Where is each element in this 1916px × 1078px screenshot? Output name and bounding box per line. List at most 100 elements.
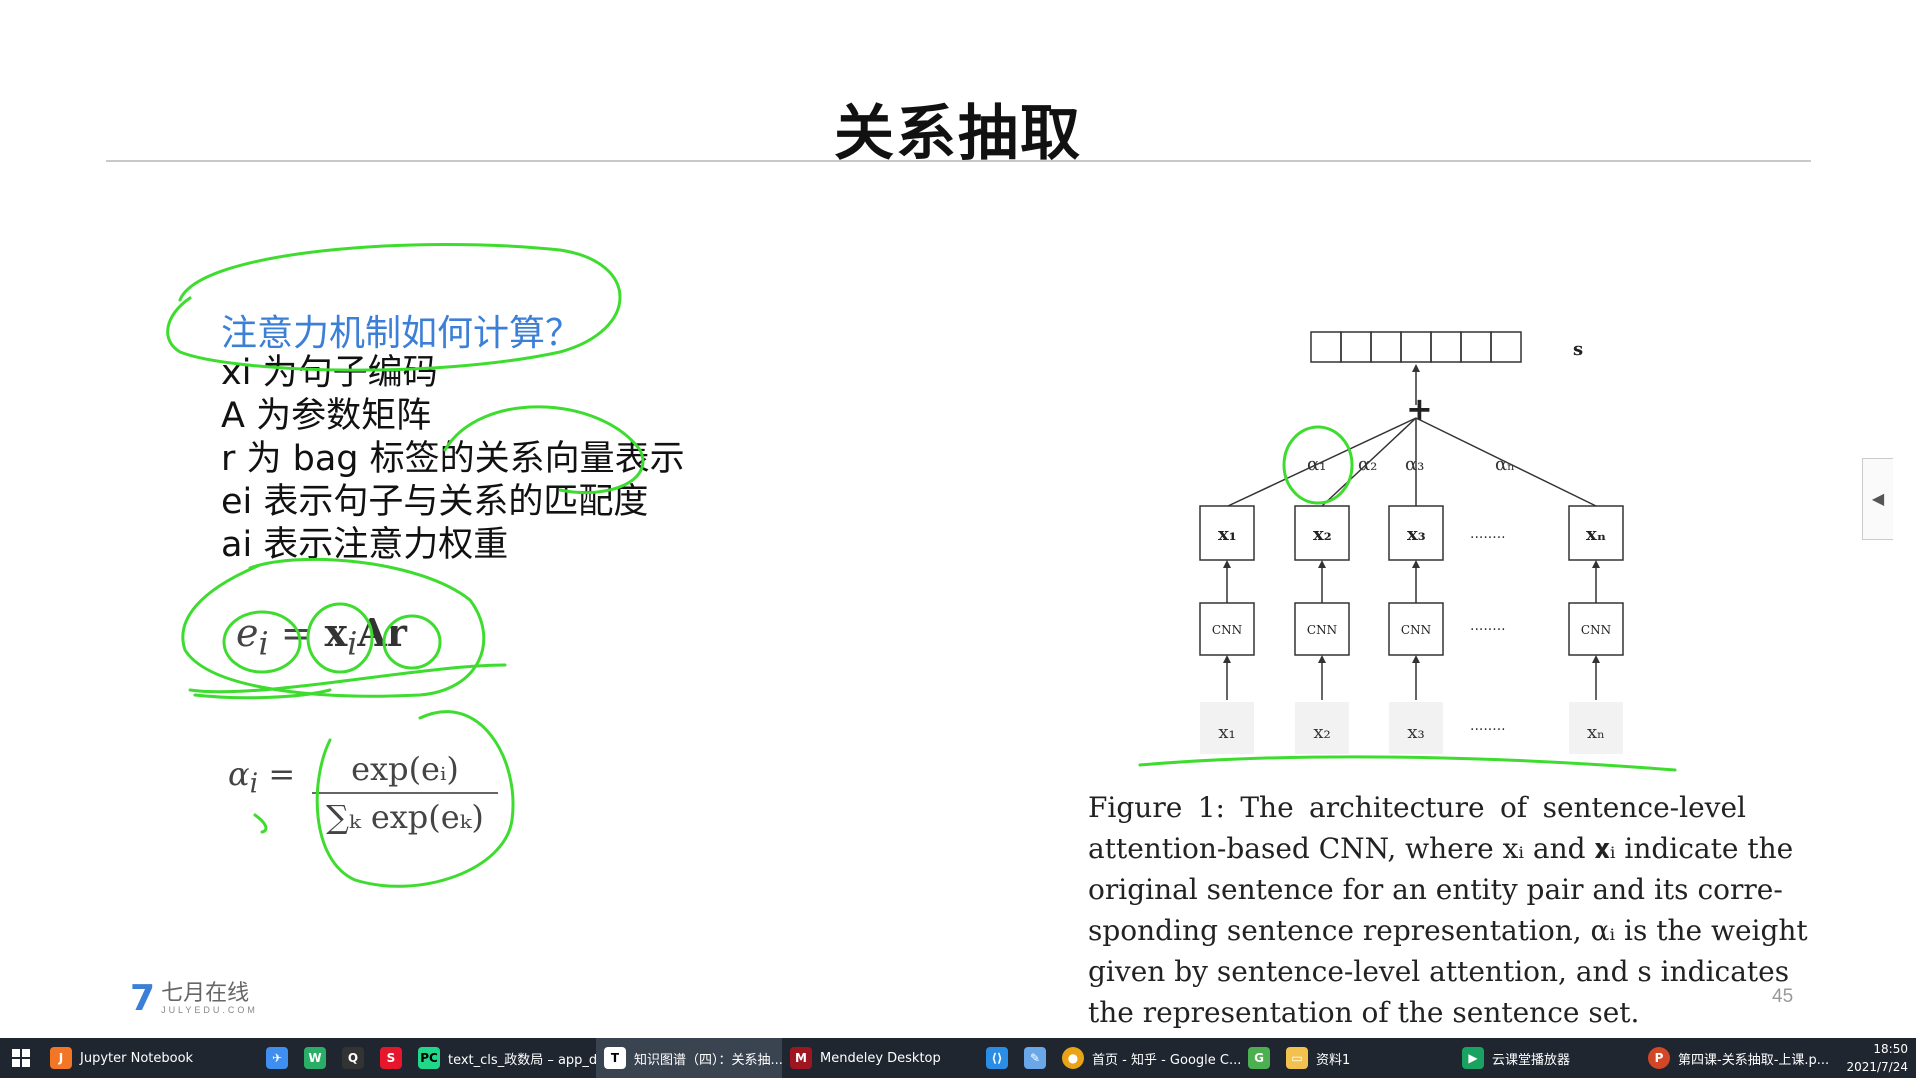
- ellipsis: ........: [1470, 526, 1506, 542]
- folder-icon: ▭: [1286, 1047, 1308, 1069]
- caption-line: sponding sentence representation, αᵢ is …: [1088, 914, 1808, 947]
- chrome-icon: ●: [1062, 1047, 1084, 1069]
- sum-node: +: [1406, 390, 1433, 428]
- svg-text:𝐱₂: 𝐱₂: [1313, 524, 1332, 545]
- rep-node: 𝐱ₙ: [1568, 505, 1624, 561]
- cloudclass-icon: ▶: [1462, 1047, 1484, 1069]
- eq1-a: A: [357, 610, 387, 655]
- taskbar-item-jupyter[interactable]: J Jupyter Notebook: [42, 1038, 258, 1078]
- rep-node: 𝐱₁: [1199, 505, 1255, 561]
- caption-line: given by sentence-level attention, and s…: [1088, 955, 1790, 988]
- powerpoint-icon: P: [1648, 1047, 1670, 1069]
- vscode-icon: ⟨⟩: [986, 1047, 1008, 1069]
- taskbar-item-typora[interactable]: T 知识图谱（四）：关系抽...: [596, 1038, 783, 1078]
- caption-line: original sentence for an entity pair and…: [1088, 873, 1783, 906]
- caption-line: the representation of the sentence set.: [1088, 996, 1640, 1029]
- cnn-node: CNN: [1388, 602, 1444, 656]
- caption-line: attention-based CNN, where xᵢ and 𝐱ᵢ ind…: [1088, 832, 1794, 865]
- question-heading: 注意力机制如何计算？: [221, 313, 582, 354]
- taskbar-item-pycharm[interactable]: PC text_cls_政数局 – app_d...: [410, 1038, 610, 1078]
- input-bg: [1200, 702, 1254, 754]
- equation-alpha-lhs: αi =: [228, 755, 295, 799]
- input-bg: [1569, 702, 1623, 754]
- pen-icon: ✎: [1024, 1047, 1046, 1069]
- svg-text:CNN: CNN: [1307, 623, 1337, 637]
- ellipsis: ........: [1470, 718, 1506, 734]
- bullet-item: xi 为句子编码: [221, 353, 438, 393]
- taskbar-item-label: text_cls_政数局 – app_d...: [448, 1052, 610, 1068]
- taskbar-item-label: 知识图谱（四）：关系抽...: [634, 1052, 783, 1068]
- ellipsis: ........: [1470, 618, 1506, 634]
- eq2-lhs: α: [228, 755, 250, 793]
- input-bg: [1389, 702, 1443, 754]
- taskbar-item-cloudclass[interactable]: ▶ 云课堂播放器: [1454, 1038, 1640, 1078]
- taskbar-item-powerpoint[interactable]: P 第四课-关系抽取-上课.p...: [1640, 1038, 1829, 1078]
- architecture-diagram: s + α₁ α₂ α₃ αₙ 𝐱₁ 𝐱₂ 𝐱₃ ........ 𝐱ₙ: [1199, 331, 1624, 754]
- taskbar-item-label: Mendeley Desktop: [820, 1050, 941, 1066]
- taskbar-item-label: Jupyter Notebook: [80, 1050, 194, 1066]
- clock-date: 2021/7/24: [1846, 1060, 1908, 1074]
- jupyter-icon: J: [50, 1047, 72, 1069]
- eq1-r: r: [386, 610, 407, 655]
- qq-icon: Q: [342, 1047, 364, 1069]
- bullet-item: A 为参数矩阵: [221, 396, 432, 436]
- system-clock[interactable]: 18:50 2021/7/24: [1846, 1040, 1908, 1076]
- eq1-xsub: i: [347, 626, 358, 663]
- input-label: xₙ: [1587, 722, 1605, 743]
- taskbar-item-label: 首页 - 知乎 - Google C...: [1092, 1052, 1242, 1068]
- taskbar-item-pen[interactable]: ✎: [1016, 1038, 1054, 1078]
- logo-mark-icon: 7: [130, 978, 156, 1019]
- feishu-icon: ✈: [266, 1047, 288, 1069]
- eq2-sub: i: [249, 768, 259, 800]
- rep-node: 𝐱₃: [1388, 505, 1444, 561]
- taskbar-item-weibo[interactable]: S: [372, 1038, 410, 1078]
- input-label: x₂: [1313, 722, 1330, 743]
- rep-node: 𝐱₂: [1294, 505, 1350, 561]
- taskbar-item-vscode[interactable]: ⟨⟩: [978, 1038, 1016, 1078]
- taskbar-item-chrome[interactable]: ● 首页 - 知乎 - Google C...: [1054, 1038, 1242, 1078]
- logo-text: 七月在线: [161, 980, 250, 1006]
- taskbar-item-label: 资料1: [1316, 1052, 1351, 1068]
- taskbar-item-qq[interactable]: Q: [334, 1038, 372, 1078]
- taskbar-item-feishu[interactable]: ✈: [258, 1038, 296, 1078]
- eq2-equals: =: [258, 755, 296, 793]
- s-vector: [1310, 331, 1522, 363]
- figure-caption: Figure 1: The architecture of sentence-l…: [1088, 787, 1808, 1033]
- bullet-item: ei 表示句子与关系的匹配度: [221, 482, 649, 522]
- title-divider: [106, 160, 1811, 162]
- svg-text:CNN: CNN: [1401, 623, 1431, 637]
- alpha-label: α₂: [1358, 454, 1377, 475]
- slide-title: 关系抽取: [834, 99, 1082, 169]
- start-button[interactable]: [0, 1038, 42, 1078]
- page-number: 45: [1772, 986, 1794, 1007]
- collapse-panel-button[interactable]: ◀: [1862, 458, 1893, 540]
- svg-text:CNN: CNN: [1581, 623, 1611, 637]
- cnn-node: CNN: [1199, 602, 1255, 656]
- eq1-sub: i: [258, 626, 269, 663]
- bullet-list: xi 为句子编码 A 为参数矩阵 r 为 bag 标签的关系向量表示 ei 表示…: [221, 352, 685, 567]
- alpha-label: α₁: [1307, 454, 1326, 475]
- svg-text:𝐱₁: 𝐱₁: [1218, 524, 1237, 545]
- svg-text:CNN: CNN: [1212, 623, 1242, 637]
- taskbar-item-wechat[interactable]: W: [296, 1038, 334, 1078]
- taskbar-item-folder[interactable]: ▭ 资料1: [1278, 1038, 1454, 1078]
- taskbar-item-game[interactable]: G: [1240, 1038, 1278, 1078]
- input-label: x₁: [1218, 722, 1235, 743]
- windows-icon: [12, 1049, 30, 1067]
- taskbar: J Jupyter Notebook ✈ W Q S PC text_cls_政…: [0, 1038, 1916, 1078]
- equation-energy: ei = xiAr: [236, 610, 407, 663]
- cnn-node: CNN: [1568, 602, 1624, 656]
- svg-text:𝐱₃: 𝐱₃: [1407, 524, 1426, 545]
- bullet-item: ai 表示注意力权重: [221, 525, 509, 565]
- game-icon: G: [1248, 1047, 1270, 1069]
- triangle-left-icon: ◀: [1871, 491, 1885, 508]
- eq1-equals: =: [268, 611, 325, 655]
- taskbar-item-label: 云课堂播放器: [1492, 1052, 1571, 1068]
- taskbar-item-mendeley[interactable]: M Mendeley Desktop: [782, 1038, 978, 1078]
- caption-line: Figure 1: The architecture of sentence-l…: [1088, 791, 1746, 824]
- julyedu-logo: 7 七月在线 JULYEDU.COM: [130, 978, 258, 1019]
- weibo-icon: S: [380, 1047, 402, 1069]
- svg-text:𝐱ₙ: 𝐱ₙ: [1586, 524, 1606, 545]
- fraction-numerator: exp(eᵢ): [351, 750, 459, 788]
- eq1-x: x: [324, 610, 348, 655]
